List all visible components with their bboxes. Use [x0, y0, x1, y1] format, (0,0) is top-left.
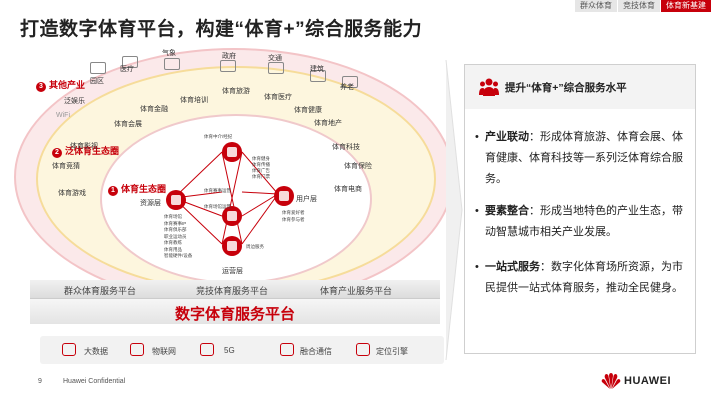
tab-mass-sports[interactable]: 群众体育: [574, 0, 617, 12]
pan-item-ecommerce: 体育电商: [334, 186, 362, 193]
flow-label-ads: 体育广告: [252, 168, 270, 173]
pan-item-insurance: 体育保险: [344, 163, 372, 170]
outer-item-traffic: 交通: [268, 55, 282, 62]
resource-list-item: 职业运动员: [164, 233, 187, 239]
pan-item-tourism: 体育旅游: [222, 88, 250, 95]
tech-5g: 5G: [224, 346, 235, 355]
outer-item-medical: 医疗: [120, 66, 134, 73]
page-number: 9: [38, 378, 42, 385]
bullet-industry-linkage: •产业联动：形成体育旅游、体育会展、体育健康、体育科技等一系列泛体育综合服务。: [475, 131, 683, 185]
panel-title: 提升“体育+”综合服务水平: [505, 82, 627, 94]
center-label-peripheral: 周边服务: [246, 244, 264, 249]
traffic-icon: [268, 62, 284, 74]
huawei-logo-icon: [601, 373, 621, 389]
building-icon: [310, 70, 326, 82]
outer-item-building: 建筑: [310, 66, 324, 73]
flow-label-media: 体育传播: [252, 162, 270, 167]
resource-list-item: 体育俱乐部: [164, 227, 187, 232]
elderly-care-icon: [342, 76, 358, 88]
user-layer-node: [274, 186, 294, 206]
bullet-resource-integration: •要素整合：形成当地特色的产业生态，带动智慧城市相关产业发展。: [475, 205, 683, 238]
center-label-agent: 体育中介/经纪: [204, 134, 233, 139]
outer-item-wifi: WiFi: [56, 112, 70, 119]
flow-label-fitness: 体育健身: [252, 156, 270, 161]
resource-list-item: 体育场馆: [164, 214, 182, 219]
pan-item-training: 体育培训: [180, 97, 208, 104]
industrial-park-icon: [90, 62, 106, 74]
tech-base: [40, 336, 444, 364]
government-icon: [220, 60, 236, 72]
platform-title: 数字体育服务平台: [174, 306, 295, 323]
competitive-sports-platform-label: 竞技体育服务平台: [196, 286, 269, 296]
resource-list-item: 体育赛事IP: [164, 220, 187, 226]
chevron-separator-icon: [445, 60, 463, 360]
pan-item-film: 体育影视: [70, 143, 98, 150]
people-icon: [479, 78, 499, 96]
pan-item-real-estate: 体育地产: [314, 120, 342, 127]
pan-item-lottery: 体育竞猜: [52, 163, 80, 170]
digital-sports-platform: 数字体育服务平台: [30, 298, 440, 324]
brand-name: HUAWEI: [624, 375, 671, 387]
agent-node: [222, 142, 242, 162]
tech-big-data: 大数据: [84, 347, 108, 356]
pan-item-technology: 体育科技: [332, 144, 360, 151]
pan-item-finance: 体育金融: [140, 106, 168, 113]
top-tabs: 群众体育 竞技体育 体育新基建: [574, 0, 711, 12]
tab-competitive-sports[interactable]: 竞技体育: [617, 0, 660, 12]
service-panel: 提升“体育+”综合服务水平 •产业联动：形成体育旅游、体育会展、体育健康、体育科…: [464, 64, 696, 354]
outer-item-park: 园区: [90, 78, 104, 85]
pan-item-medical: 体育医疗: [264, 94, 292, 101]
outer-item-entertainment: 泛娱乐: [64, 98, 85, 105]
communication-icon: [280, 343, 294, 356]
resource-layer-label: 资源层: [140, 200, 161, 207]
resource-list-item: 智能硬件/设备: [164, 253, 193, 258]
center-label-event-ops: 体育赛事运营: [204, 188, 231, 193]
resource-list-item: 体育教练: [164, 240, 182, 245]
user-list-item: 体育爱好者: [282, 210, 305, 215]
pan-item-games: 体育游戏: [58, 190, 86, 197]
resource-list-item: 体育用品: [164, 246, 182, 252]
tech-positioning: 定位引擎: [376, 347, 408, 356]
panel-header: 提升“体育+”综合服务水平: [465, 65, 695, 109]
outer-item-elderly-care: 养老: [340, 84, 354, 91]
resource-list: 体育场馆 体育赛事IP 体育俱乐部 职业运动员 体育教练 体育用品 智能硬件/设…: [164, 214, 192, 260]
location-icon: [356, 343, 370, 356]
pan-item-expo: 体育会展: [114, 121, 142, 128]
service-layers: [30, 280, 440, 298]
ops-layer-label: 运营层: [222, 268, 243, 275]
flow-arrows: [173, 151, 279, 245]
tech-converged-comm: 融合通信: [300, 347, 332, 356]
mass-sports-platform-label: 群众体育服务平台: [64, 286, 137, 296]
event-ops-node: [222, 206, 242, 226]
iot-icon: [130, 343, 144, 356]
tech-iot: 物联网: [152, 347, 176, 356]
cloud-5g-icon: [200, 343, 214, 356]
user-layer-label: 用户层: [296, 196, 317, 203]
outer-item-weather: 气象: [162, 50, 176, 57]
big-data-icon: [62, 343, 76, 356]
outer-item-government: 政府: [222, 53, 236, 60]
confidential-label: Huawei Confidential: [63, 378, 126, 385]
page-title: 打造数字体育平台，构建“体育+”综合服务能力: [20, 19, 423, 40]
tab-sports-infrastructure[interactable]: 体育新基建: [660, 0, 711, 12]
center-label-venue-ops: 体育场馆运营: [204, 204, 231, 209]
peripheral-node: [222, 236, 242, 256]
flow-label-tickets: 体育门票: [252, 174, 270, 179]
sports-industry-platform-label: 体育产业服务平台: [320, 286, 393, 296]
resource-layer-node: [166, 190, 186, 210]
bullet-one-stop-service: •一站式服务：数字化体育场所资源，为市民提供一站式体育服务，推动全民健身。: [475, 261, 683, 294]
weather-icon: [164, 58, 180, 70]
medical-icon: [122, 56, 138, 68]
pan-item-health: 体育健康: [294, 107, 322, 114]
user-list-item: 体育参与者: [282, 217, 305, 222]
